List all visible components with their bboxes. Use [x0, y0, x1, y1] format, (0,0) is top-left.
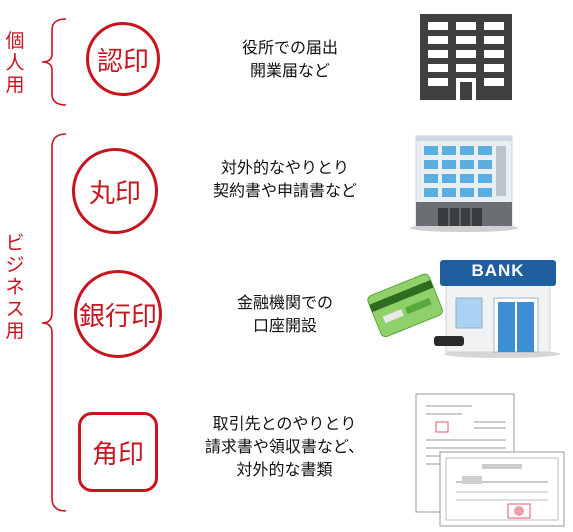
group-label-business: ビジネス用 [5, 232, 25, 342]
desc-line: 請求書や領収書など、 [204, 437, 365, 456]
group-label-personal: 個人用 [5, 30, 25, 96]
seal-name: 丸印 [88, 178, 141, 209]
seal-desc-maruin: 対外的なやりとり 契約書や申請書など [195, 156, 375, 202]
desc-line: 金融機関での [236, 293, 333, 312]
seal-maruin: 丸印 [72, 148, 158, 234]
bank-building-icon [434, 260, 560, 358]
modern-building-icon [410, 135, 518, 232]
desc-line: 口座開設 [252, 316, 317, 335]
seal-name: 角印 [91, 439, 144, 470]
desc-line: 対外的な書類 [236, 460, 333, 479]
desc-line: 対外的なやりとり [220, 158, 349, 177]
business-bracket [41, 133, 67, 512]
seal-name: 銀行印 [78, 301, 157, 332]
seal-kakuin: 角印 [78, 412, 158, 492]
bank-sign-text: BANK [471, 261, 525, 280]
bank-card-icon [367, 273, 443, 338]
seal-desc-mitomein: 役所での届出 開業届など [205, 36, 375, 82]
desc-line: 役所での届出 [241, 38, 338, 57]
seal-ginkouin: 銀行印 [74, 270, 162, 358]
personal-bracket [41, 18, 67, 106]
seal-name: 認印 [96, 46, 149, 77]
invoice-documents-icon [415, 393, 565, 527]
seal-desc-ginkouin: 金融機関での 口座開設 [205, 291, 365, 337]
desc-line: 契約書や申請書など [212, 181, 357, 200]
desc-line: 開業届など [249, 61, 330, 80]
seal-desc-kakuin: 取引先とのやりとり 請求書や領収書など、 対外的な書類 [192, 412, 377, 481]
desc-line: 取引先とのやりとり [212, 414, 357, 433]
office-building-icon [420, 14, 512, 100]
seal-mitomein: 認印 [86, 22, 160, 96]
